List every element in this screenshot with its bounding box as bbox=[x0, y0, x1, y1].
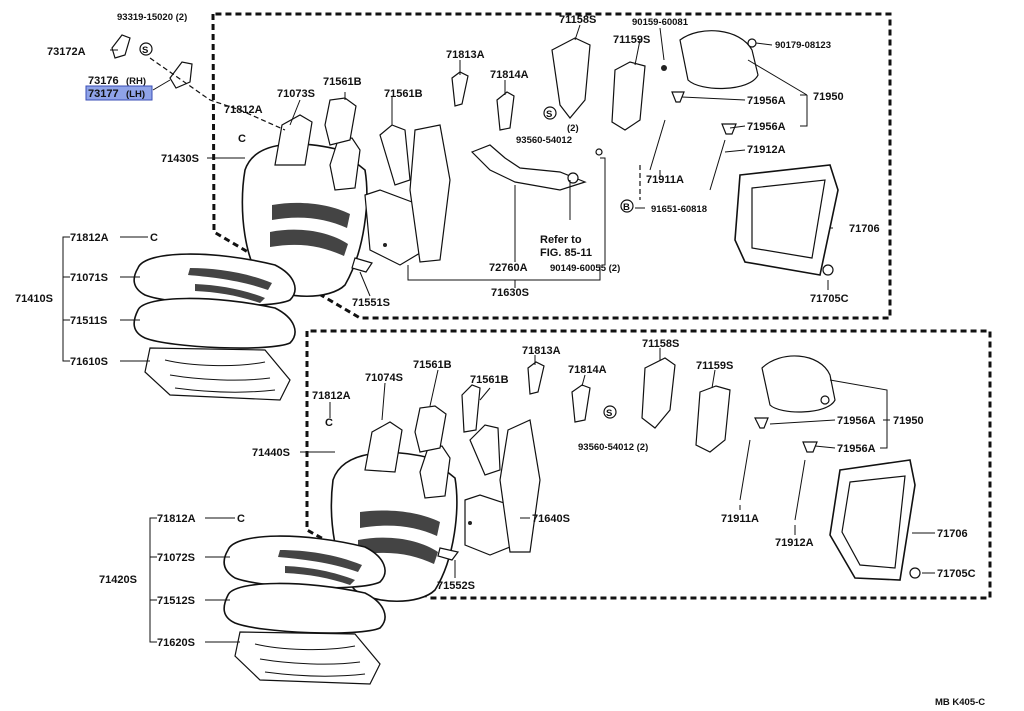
label-71552S[interactable]: 71552S bbox=[437, 580, 475, 592]
label-71911A[interactable]: 71911A bbox=[646, 174, 684, 186]
label-71813A[interactable]: 71813A bbox=[446, 49, 485, 61]
label-71561B-a-lower[interactable]: 71561B bbox=[413, 359, 452, 371]
label-71561B-b[interactable]: 71561B bbox=[384, 88, 423, 100]
label-71706[interactable]: 71706 bbox=[849, 223, 880, 235]
label-71073S[interactable]: 71073S bbox=[277, 88, 315, 100]
label-71812A-cushion-lower[interactable]: 71812A bbox=[157, 513, 196, 525]
label-93560-54012-lower[interactable]: 93560-54012 (2) bbox=[578, 442, 648, 453]
upper-small-parts: S S B bbox=[111, 30, 839, 276]
label-71561B-b-lower[interactable]: 71561B bbox=[470, 374, 509, 386]
lower-small-parts: S bbox=[527, 355, 921, 581]
label-71410S[interactable]: 71410S bbox=[15, 293, 53, 305]
label-71950-lower[interactable]: 71950 bbox=[893, 415, 924, 427]
c-symbol-lower-back: C bbox=[325, 417, 333, 429]
label-73172A[interactable]: 73172A bbox=[47, 46, 86, 58]
footer-code: MB K405-C bbox=[935, 697, 985, 708]
label-71812A-cushion[interactable]: 71812A bbox=[70, 232, 109, 244]
label-71512S[interactable]: 71512S bbox=[157, 595, 195, 607]
label-71430S[interactable]: 71430S bbox=[161, 153, 199, 165]
label-91651-60818[interactable]: 91651-60818 bbox=[651, 204, 707, 215]
refer-to-line2[interactable]: FIG. 85-11 bbox=[540, 247, 592, 259]
label-71911A-lower[interactable]: 71911A bbox=[721, 513, 759, 525]
label-73177-side: (LH) bbox=[126, 89, 145, 100]
upper-leader-lines bbox=[62, 24, 833, 362]
label-71158S[interactable]: 71158S bbox=[559, 14, 596, 26]
highlight-73177 bbox=[85, 85, 153, 101]
label-71620S[interactable]: 71620S bbox=[157, 637, 195, 649]
label-71812A-back-lower[interactable]: 71812A bbox=[312, 390, 351, 402]
label-73176-side: (RH) bbox=[126, 76, 146, 87]
label-90149-60055[interactable]: 90149-60055 (2) bbox=[550, 263, 620, 274]
upper-assembly-frame bbox=[211, 12, 892, 320]
label-71159S-lower[interactable]: 71159S bbox=[696, 360, 733, 372]
label-71956A-b[interactable]: 71956A bbox=[747, 121, 786, 133]
label-93560-54012[interactable]: 93560-54012 bbox=[516, 135, 572, 146]
label-71561B-a[interactable]: 71561B bbox=[323, 76, 362, 88]
b-symbol: B bbox=[623, 202, 630, 213]
label-71912A-lower[interactable]: 71912A bbox=[775, 537, 814, 549]
label-71630S[interactable]: 71630S bbox=[491, 287, 529, 299]
label-71956A-b-lower[interactable]: 71956A bbox=[837, 443, 876, 455]
label-71610S[interactable]: 71610S bbox=[70, 356, 108, 368]
label-71158S-lower[interactable]: 71158S bbox=[642, 338, 679, 350]
label-71511S[interactable]: 71511S bbox=[70, 315, 107, 327]
label-93560-qty: (2) bbox=[567, 123, 579, 134]
lower-cushion-illustration bbox=[223, 535, 386, 685]
label-71813A-lower[interactable]: 71813A bbox=[522, 345, 561, 357]
upper-cushion-illustration bbox=[133, 253, 296, 401]
label-93319-15020[interactable]: 93319-15020 (2) bbox=[117, 12, 187, 23]
label-71812A-back[interactable]: 71812A bbox=[224, 104, 263, 116]
label-71072S[interactable]: 71072S bbox=[157, 552, 195, 564]
lower-assembly-frame bbox=[305, 329, 992, 600]
s-symbol-lower: S bbox=[606, 408, 612, 419]
upper-seatback-illustration bbox=[241, 97, 451, 298]
s-symbol: S bbox=[142, 45, 148, 56]
s-symbol-93560: S bbox=[546, 109, 552, 120]
label-72760A[interactable]: 72760A bbox=[489, 262, 528, 274]
label-71440S[interactable]: 71440S bbox=[252, 447, 290, 459]
c-symbol-upper-back: C bbox=[238, 133, 246, 145]
c-symbol-upper-cushion: C bbox=[150, 232, 158, 244]
label-71950[interactable]: 71950 bbox=[813, 91, 844, 103]
label-71705C-lower[interactable]: 71705C bbox=[937, 568, 976, 580]
label-71814A[interactable]: 71814A bbox=[490, 69, 529, 81]
label-71706-lower[interactable]: 71706 bbox=[937, 528, 968, 540]
label-71705C[interactable]: 71705C bbox=[810, 293, 849, 305]
label-71071S[interactable]: 71071S bbox=[70, 272, 108, 284]
label-73176[interactable]: 73176 bbox=[88, 75, 119, 87]
label-71420S[interactable]: 71420S bbox=[99, 574, 137, 586]
c-symbol-lower-cushion: C bbox=[237, 513, 245, 525]
label-71074S[interactable]: 71074S bbox=[365, 372, 403, 384]
label-71814A-lower[interactable]: 71814A bbox=[568, 364, 607, 376]
label-90159-60081[interactable]: 90159-60081 bbox=[632, 17, 689, 28]
label-71640S[interactable]: 71640S bbox=[532, 513, 570, 525]
label-71159S[interactable]: 71159S bbox=[613, 34, 650, 46]
label-71551S[interactable]: 71551S bbox=[352, 297, 390, 309]
label-71912A[interactable]: 71912A bbox=[747, 144, 786, 156]
lower-leader-lines bbox=[149, 348, 935, 643]
label-90179-08123[interactable]: 90179-08123 bbox=[775, 40, 831, 51]
refer-to-line1: Refer to bbox=[540, 234, 582, 246]
label-71956A-a[interactable]: 71956A bbox=[747, 95, 786, 107]
label-73177[interactable]: 73177 bbox=[88, 88, 119, 100]
upper-labels: 93319-15020 (2) 73172A 73176 (RH) 73177 … bbox=[15, 12, 880, 368]
lower-labels: 71074S 71561B 71561B 71813A 71814A 71158… bbox=[99, 338, 976, 649]
label-71956A-a-lower[interactable]: 71956A bbox=[837, 415, 876, 427]
